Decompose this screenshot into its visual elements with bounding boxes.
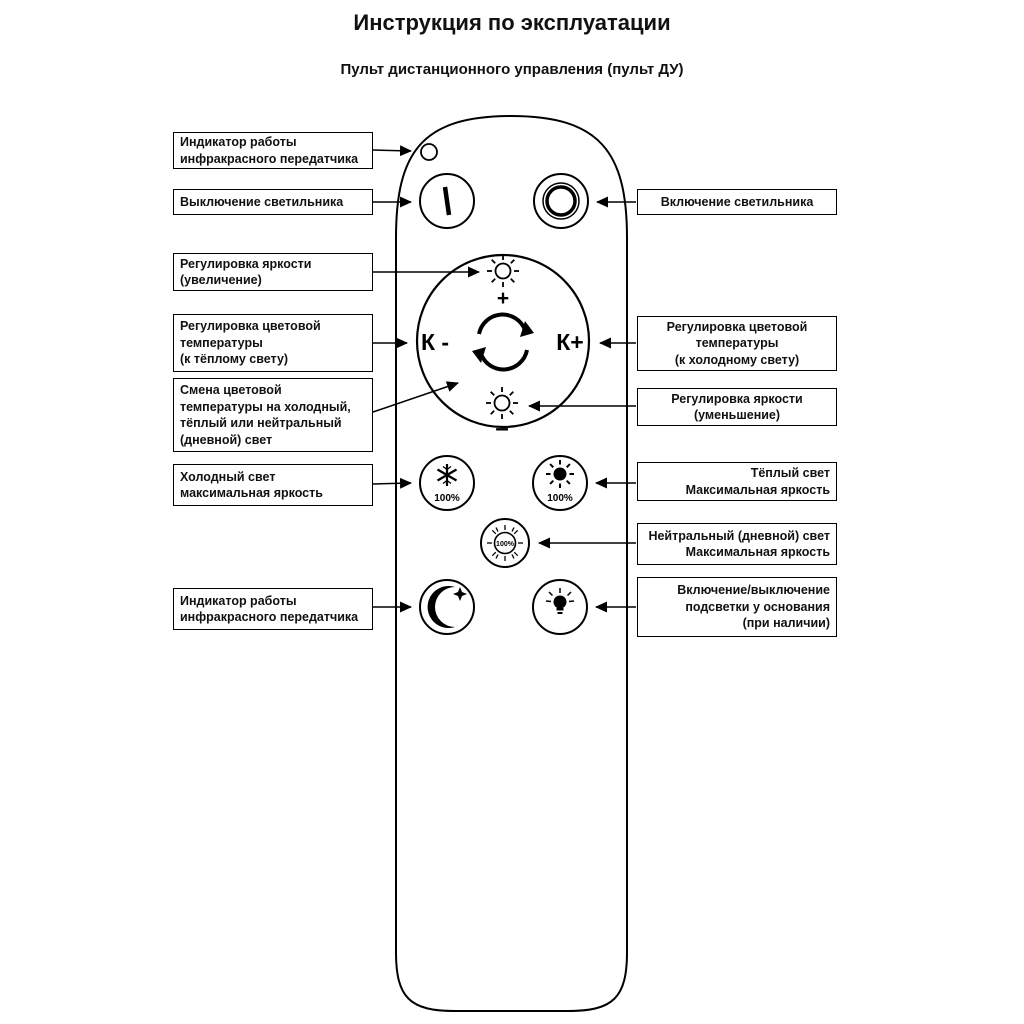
- brightness-down-sun-icon: [486, 387, 518, 419]
- label-k-warm: Регулировка цветовой температуры (к тёпл…: [173, 314, 373, 372]
- brightness-up-sun-icon: [487, 255, 519, 287]
- neutral-100-label: 100%: [496, 541, 515, 548]
- night-mode-button: [419, 579, 475, 635]
- page-subtitle: Пульт дистанционного управления (пульт Д…: [340, 61, 684, 78]
- connector-arrows: [372, 145, 636, 613]
- warm-light-button: 100%: [532, 455, 588, 511]
- bulb-icon: [545, 588, 575, 614]
- power-on-button: [533, 173, 589, 229]
- label-neutral-light: Нейтральный (дневной) свет Максимальная …: [637, 523, 837, 565]
- moon-icon: [427, 586, 455, 628]
- brightness-minus-label: –: [495, 415, 508, 442]
- base-light-button: [532, 579, 588, 635]
- snowflake-icon: [436, 464, 458, 486]
- label-cold-light: Холодный свет максимальная яркость: [173, 464, 373, 506]
- warm-sun-icon: [546, 460, 574, 488]
- cold-100-label: 100%: [434, 493, 460, 504]
- k-cold-label: К+: [556, 329, 583, 355]
- color-cycle-icon: [472, 312, 534, 372]
- label-brightness-up: Регулировка яркости (увеличение): [173, 253, 373, 291]
- label-power-off: Выключение светильника: [173, 189, 373, 215]
- label-warm-light: Тёплый свет Максимальная яркость: [637, 462, 837, 501]
- power-on-icon: [542, 182, 580, 220]
- brightness-plus-label: +: [497, 287, 509, 310]
- warm-100-label: 100%: [547, 493, 573, 504]
- neutral-light-button: 100%: [480, 518, 530, 568]
- ir-indicator-led: [420, 143, 438, 161]
- arrow-color-cycle: [372, 381, 459, 413]
- label-color-cycle: Смена цветовой температуры на холодный, …: [173, 378, 373, 452]
- k-warm-label: К -: [421, 329, 449, 355]
- arrow-ir-indicator: [372, 145, 412, 157]
- label-night-mode: Индикатор работы инфракрасного передатчи…: [173, 588, 373, 630]
- page-title: Инструкция по эксплуатации: [353, 10, 671, 35]
- label-brightness-down: Регулировка яркости (уменьшение): [637, 388, 837, 426]
- neutral-sun-icon: [487, 525, 523, 561]
- arrow-cold-light: [372, 477, 412, 489]
- power-off-icon: [442, 186, 452, 216]
- star-icon: [453, 587, 467, 601]
- power-off-button: [419, 173, 475, 229]
- label-base-light: Включение/выключение подсветки у основан…: [637, 577, 837, 637]
- label-power-on: Включение светильника: [637, 189, 837, 215]
- cold-light-button: 100%: [419, 455, 475, 511]
- label-ir-indicator: Индикатор работы инфракрасного передатчи…: [173, 132, 373, 169]
- label-k-cold: Регулировка цветовой температуры (к холо…: [637, 316, 837, 371]
